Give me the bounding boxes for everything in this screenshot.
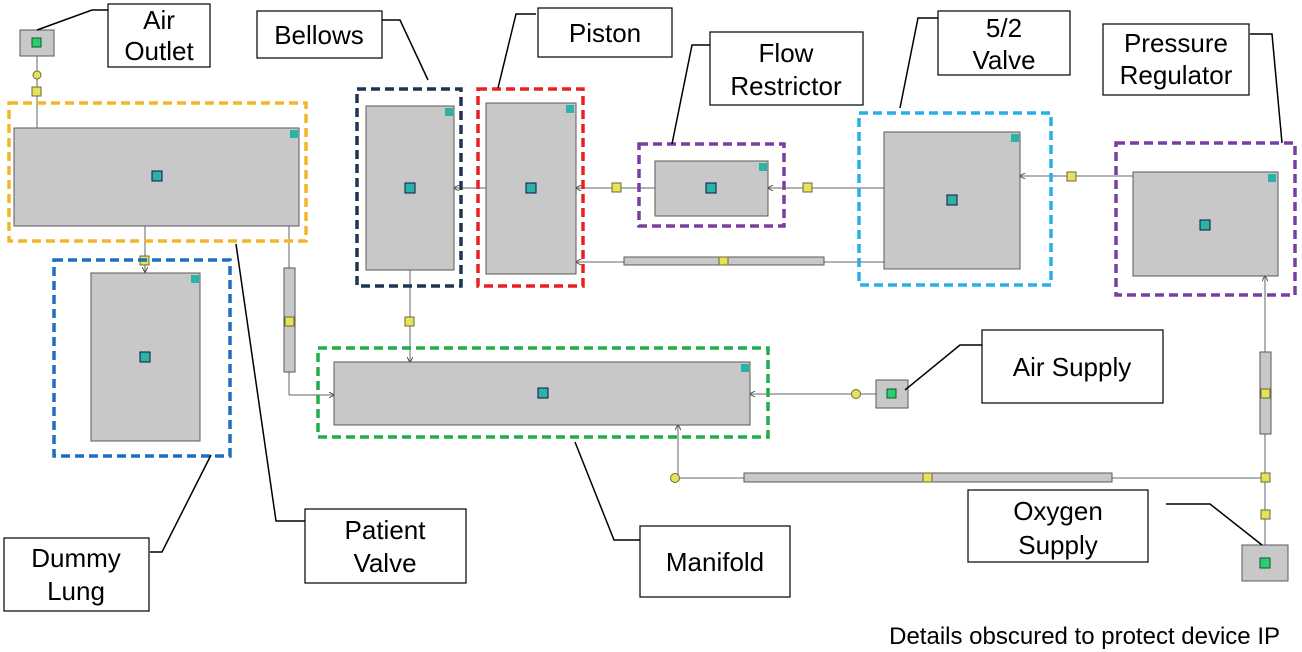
bellows-block[interactable] xyxy=(365,105,455,271)
svg-text:Bellows: Bellows xyxy=(274,20,364,50)
connector[interactable] xyxy=(1260,472,1271,483)
svg-text:Oxygen: Oxygen xyxy=(1013,496,1103,526)
svg-text:Flow: Flow xyxy=(759,38,814,68)
block-icon xyxy=(1199,219,1211,231)
piston-block[interactable] xyxy=(485,102,577,275)
pressure-regulator-block[interactable] xyxy=(1132,171,1279,277)
svg-text:Air: Air xyxy=(143,5,175,35)
svg-text:Manifold: Manifold xyxy=(666,547,764,577)
block-icon xyxy=(946,194,958,206)
block-icon xyxy=(525,182,537,194)
callout-flow-restrictor: Flow Restrictor xyxy=(709,31,864,106)
connector[interactable] xyxy=(1260,388,1271,399)
connector[interactable] xyxy=(284,316,295,327)
block-icon xyxy=(705,182,717,194)
patient-valve-block[interactable] xyxy=(13,127,300,227)
connector[interactable] xyxy=(718,256,729,266)
callout-valve-52: 5/2 Valve xyxy=(937,10,1071,76)
sensor-icon[interactable] xyxy=(32,70,42,80)
block-icon xyxy=(139,351,151,363)
callout-oxygen-supply: Oxygen Supply xyxy=(967,489,1149,563)
valve-52-block[interactable] xyxy=(883,131,1021,270)
connectors xyxy=(31,70,1271,520)
caption: Details obscured to protect device IP xyxy=(889,623,1280,650)
svg-text:5/2: 5/2 xyxy=(986,13,1022,43)
piston-border xyxy=(476,87,585,288)
callout-bellows: Bellows xyxy=(256,10,383,59)
svg-text:Piston: Piston xyxy=(569,18,641,48)
connector[interactable] xyxy=(404,316,415,327)
flow-restrictor-block[interactable] xyxy=(654,160,769,217)
port-air-outlet[interactable] xyxy=(19,29,55,57)
manifold-block[interactable] xyxy=(333,361,751,426)
leader-lines xyxy=(36,9,1283,553)
svg-text:Outlet: Outlet xyxy=(124,36,194,66)
block-icon xyxy=(537,387,549,399)
sensor-icon[interactable] xyxy=(851,389,861,399)
svg-text:Lung: Lung xyxy=(47,576,105,606)
callout-pressure-regulator: Pressure Regulator xyxy=(1102,23,1250,96)
port-air-supply[interactable] xyxy=(875,379,909,409)
connector[interactable] xyxy=(1260,509,1271,520)
svg-text:Dummy: Dummy xyxy=(31,543,121,573)
callout-air-outlet: Air Outlet xyxy=(107,3,211,68)
svg-text:Patient: Patient xyxy=(345,515,427,545)
pressure-regulator-border xyxy=(1114,141,1297,297)
connector[interactable] xyxy=(1066,171,1077,182)
bellows-border xyxy=(355,87,463,288)
svg-text:Air Supply: Air Supply xyxy=(1013,352,1132,382)
svg-text:Supply: Supply xyxy=(1018,530,1098,560)
connector[interactable] xyxy=(31,86,42,97)
connector[interactable] xyxy=(802,182,813,193)
port-oxygen-supply[interactable] xyxy=(1241,544,1289,582)
callout-manifold: Manifold xyxy=(639,525,791,598)
sensor-icon[interactable] xyxy=(670,473,680,483)
svg-text:Regulator: Regulator xyxy=(1120,60,1233,90)
svg-text:Valve: Valve xyxy=(353,548,416,578)
dummy-lung-block[interactable] xyxy=(90,272,201,442)
manifold-border xyxy=(316,346,770,439)
svg-text:Valve: Valve xyxy=(972,45,1035,75)
block-icon xyxy=(404,182,416,194)
block-icon xyxy=(151,170,163,182)
connector[interactable] xyxy=(922,472,933,483)
callout-patient-valve: Patient Valve xyxy=(304,508,467,584)
connector[interactable] xyxy=(611,182,622,193)
dummy-lung-border xyxy=(52,258,232,458)
callout-dummy-lung: Dummy Lung xyxy=(3,537,150,612)
callout-air-supply: Air Supply xyxy=(981,329,1164,404)
callout-piston: Piston xyxy=(537,7,673,58)
flow-restrictor-border xyxy=(637,142,786,228)
svg-text:Restrictor: Restrictor xyxy=(730,71,842,101)
svg-text:Pressure: Pressure xyxy=(1124,28,1228,58)
patient-valve-border xyxy=(7,101,308,243)
